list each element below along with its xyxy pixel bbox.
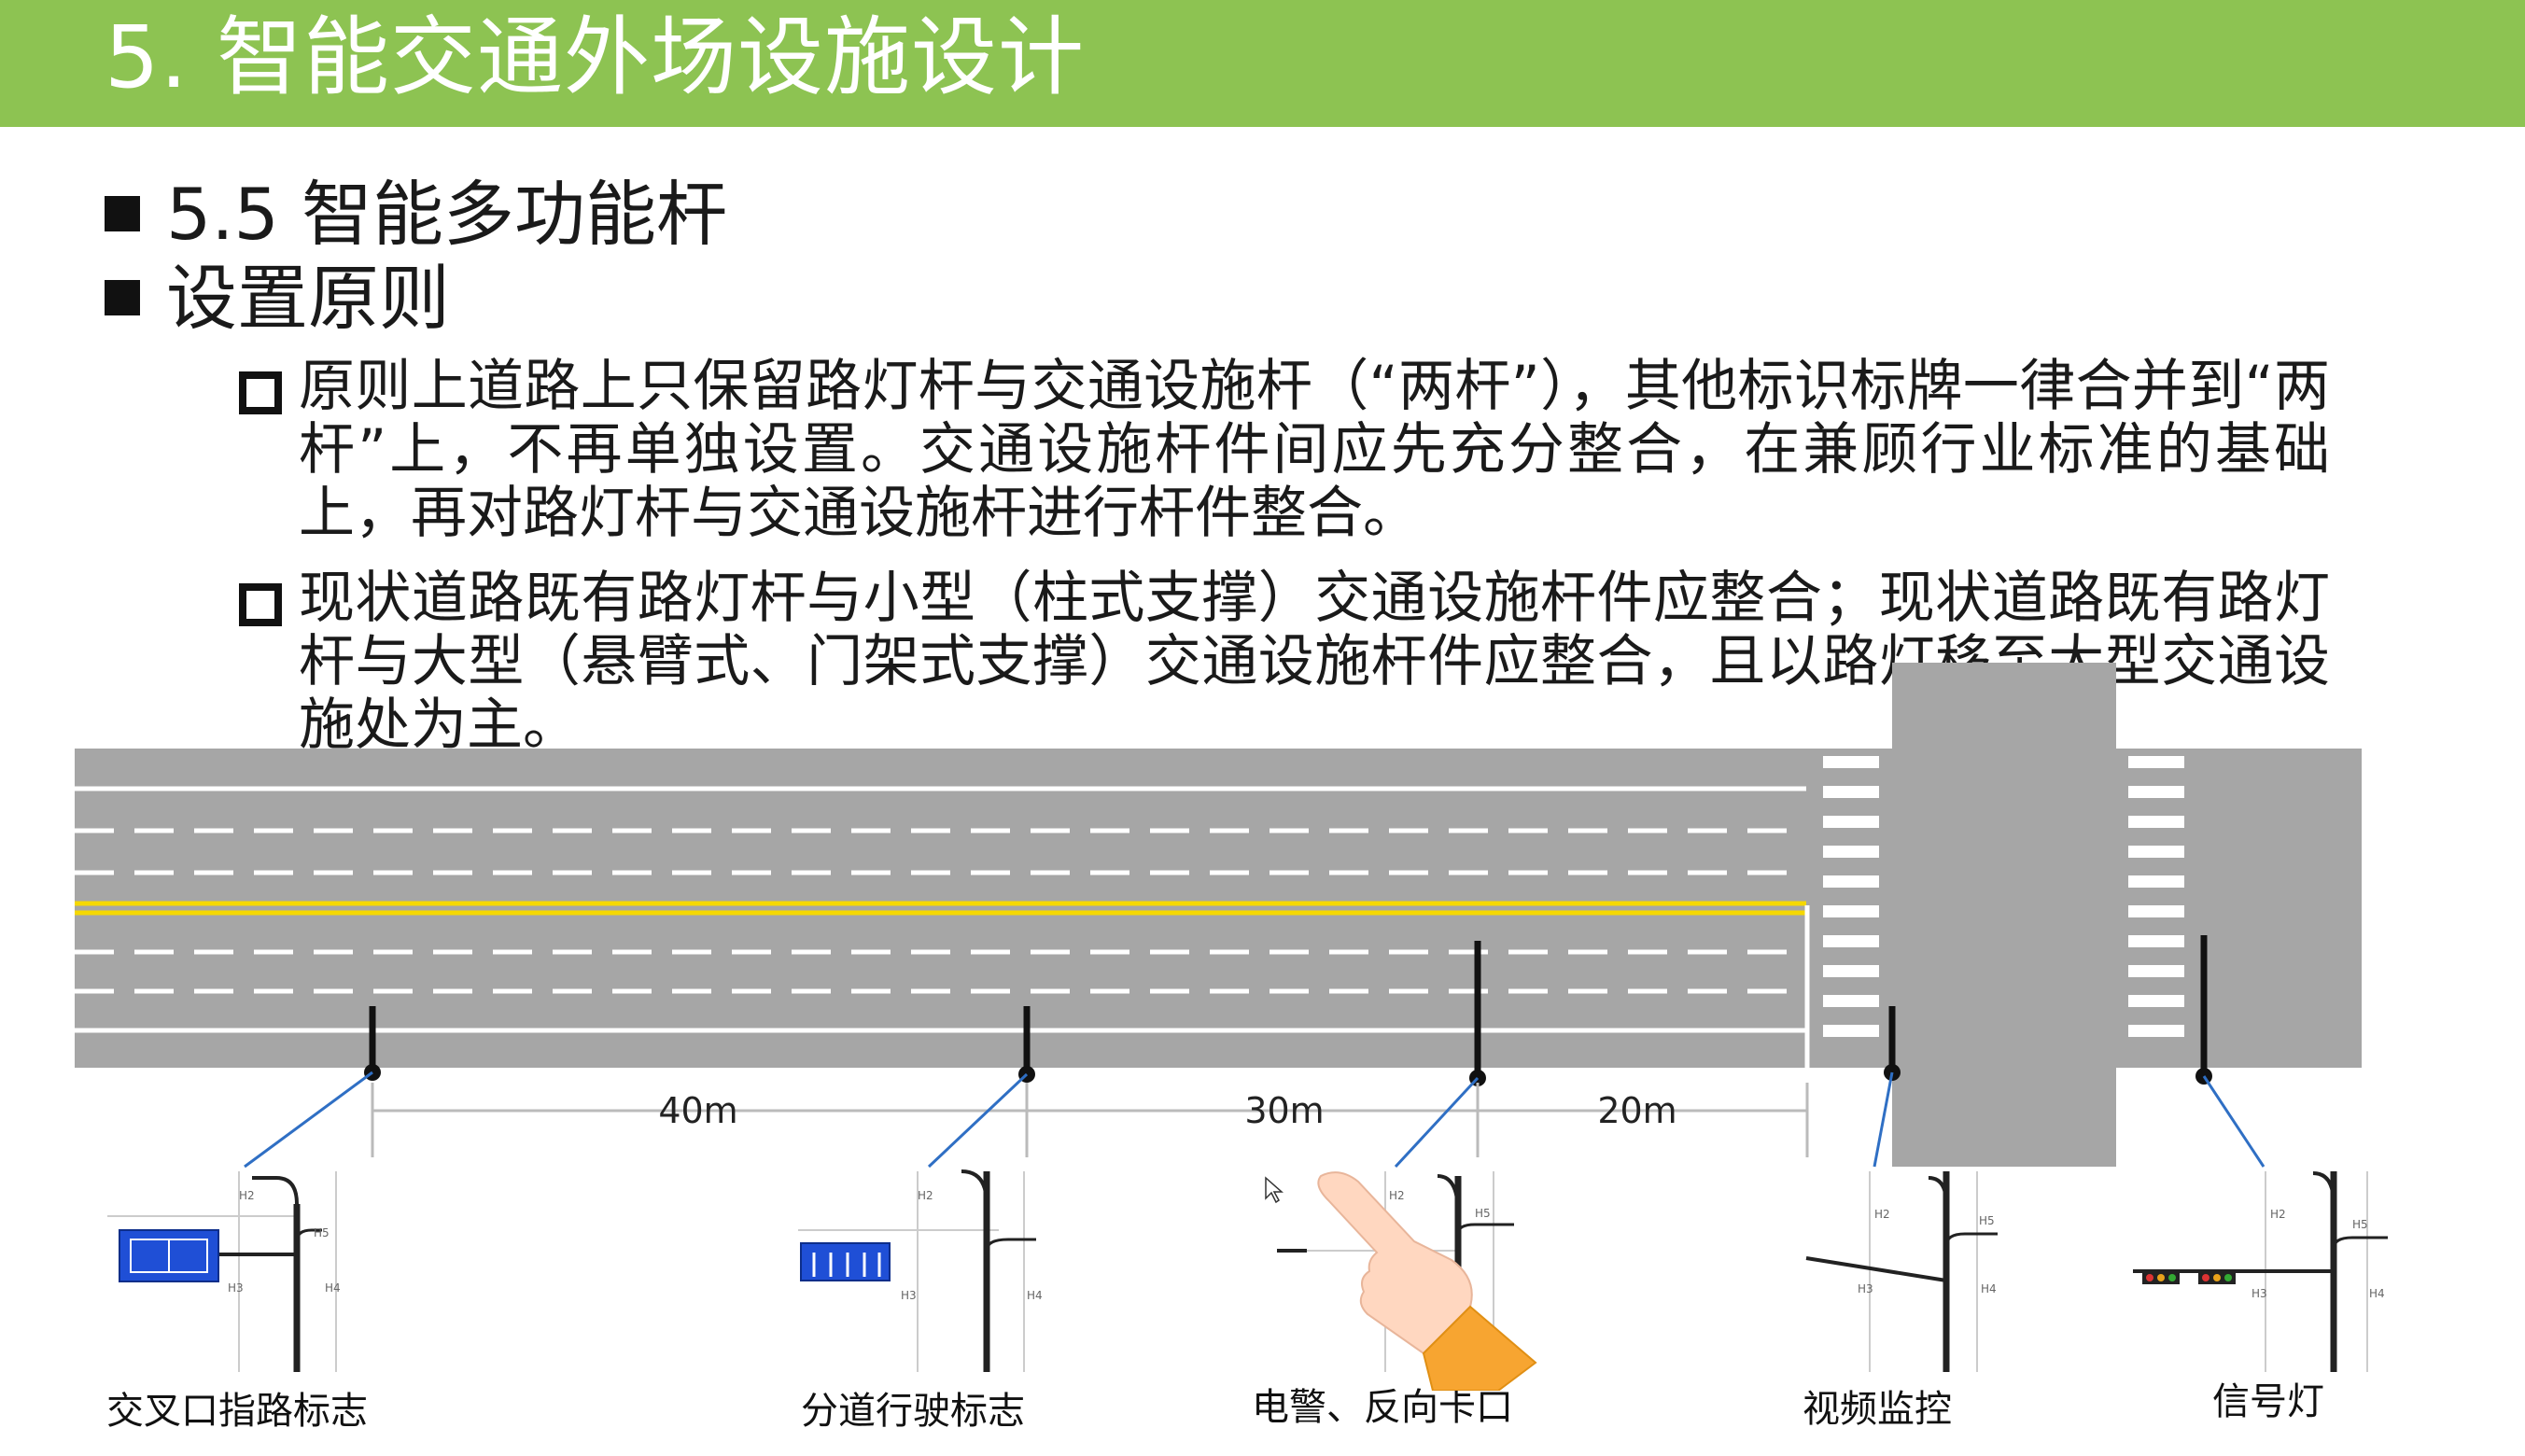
cursor-icon bbox=[1265, 1176, 1284, 1204]
dim-mark: H5 bbox=[2352, 1218, 2368, 1231]
principle-text: 原则上道路上只保留路灯杆与交通设施杆（“两杆”），其他标识标牌一律合并到“两杆”… bbox=[299, 354, 2330, 546]
pole-elevation-guide-sign: H2 H5 H3 H4 bbox=[107, 1171, 341, 1372]
principle-text: 现状道路既有路灯杆与小型（柱式支撑）交通设施杆件应整合；现状道路既有路灯杆与大型… bbox=[299, 566, 2330, 758]
principle-item: 原则上道路上只保留路灯杆与交通设施杆（“两杆”），其他标识标牌一律合并到“两杆”… bbox=[239, 355, 2330, 545]
pole-elevation-lane-sign: H2 H3 H4 bbox=[798, 1169, 1043, 1372]
dim-mark: H3 bbox=[228, 1281, 244, 1295]
dim-mark: H5 bbox=[1475, 1207, 1491, 1220]
lane-sign-icon bbox=[800, 1242, 891, 1281]
hollow-square-bullet-icon bbox=[239, 583, 282, 626]
pole-caption: 电警、反向卡口 bbox=[1252, 1386, 1513, 1429]
leader-line bbox=[244, 1071, 2265, 1169]
distance-label: 40m bbox=[658, 1090, 738, 1131]
pole-caption: 信号灯 bbox=[2212, 1380, 2324, 1423]
section-subheading: 设置原则 bbox=[105, 258, 450, 340]
dim-mark: H3 bbox=[1858, 1282, 1873, 1295]
title-bar: 5. 智能交通外场设施设计 bbox=[0, 0, 2525, 127]
pole-caption: 视频监控 bbox=[1803, 1388, 1952, 1431]
pole-marker bbox=[369, 935, 2208, 1075]
hollow-square-bullet-icon bbox=[239, 371, 282, 414]
zebra-crossing-left bbox=[1823, 756, 1879, 1037]
dim-mark: H2 bbox=[918, 1189, 933, 1202]
distance-label: 30m bbox=[1244, 1090, 1325, 1131]
principle-item: 现状道路既有路灯杆与小型（柱式支撑）交通设施杆件应整合；现状道路既有路灯杆与大型… bbox=[239, 567, 2330, 757]
traffic-light-icon bbox=[2142, 1271, 2236, 1284]
section-heading: 5.5 智能多功能杆 bbox=[105, 174, 727, 256]
dim-mark: H4 bbox=[2369, 1287, 2385, 1300]
pointing-hand-icon bbox=[1317, 1171, 1537, 1391]
cross-road bbox=[1892, 663, 2116, 1167]
section-subheading-text: 设置原则 bbox=[166, 257, 450, 340]
dim-mark: H4 bbox=[1981, 1282, 1997, 1295]
dim-mark: H2 bbox=[2270, 1208, 2286, 1221]
dim-mark: H3 bbox=[901, 1289, 917, 1302]
dim-mark: H4 bbox=[1027, 1289, 1043, 1302]
pole-caption: 交叉口指路标志 bbox=[106, 1390, 368, 1433]
dimension-line bbox=[371, 1083, 1809, 1157]
bullet-square-icon bbox=[105, 280, 140, 315]
cctv-arm-icon bbox=[1805, 1256, 1947, 1282]
dim-mark: H2 bbox=[239, 1189, 255, 1202]
dim-mark: H2 bbox=[1389, 1189, 1405, 1202]
bullet-square-icon bbox=[105, 196, 140, 231]
pole-elevation-traffic-light: H2 H5 H3 H4 bbox=[2133, 1171, 2388, 1372]
dim-mark: H2 bbox=[1874, 1208, 1890, 1221]
distance-label: 20m bbox=[1597, 1090, 1677, 1131]
slide-title: 5. 智能交通外场设施设计 bbox=[105, 7, 1086, 107]
section-heading-text: 5.5 智能多功能杆 bbox=[166, 173, 728, 256]
dim-mark: H5 bbox=[1979, 1214, 1995, 1227]
zebra-crossing-right bbox=[2128, 756, 2184, 1037]
dim-mark: H4 bbox=[325, 1281, 341, 1295]
pole-elevation-cctv: H2 H5 H3 H4 bbox=[1805, 1171, 1998, 1372]
dim-mark: H5 bbox=[314, 1226, 330, 1239]
dim-mark: H3 bbox=[2251, 1287, 2267, 1300]
pole-caption: 分道行驶标志 bbox=[801, 1390, 1025, 1433]
